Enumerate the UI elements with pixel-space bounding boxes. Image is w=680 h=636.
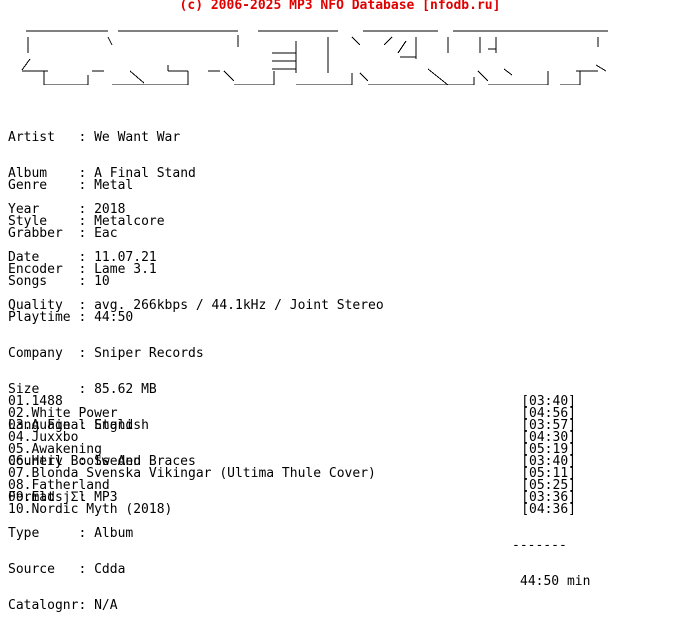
field-type: Type : Album [8,526,134,541]
track-time: [05:11] [521,466,576,481]
field-language: Language : English [8,418,149,433]
track-time: [04:30] [521,430,576,445]
encoding-info-block: Grabber : Eac Encoder : Lame 3.1 Quality… [8,204,384,324]
track-time: [04:36] [521,502,576,517]
track-title: 10.Nordic Myth (2018) [8,502,173,517]
track-row: 04.Juxxbo [04:30] [8,430,576,445]
track-time: [03:57] [521,418,576,433]
track-row: 03.A Final Stand [03:57] [8,418,576,433]
field-format: Format : MP3 [8,490,118,505]
field-grabber: Grabber : Eac [8,226,118,241]
track-title: 01.1488 [8,394,63,409]
track-time: [03:36] [521,490,576,505]
track-time: [03:40] [521,394,576,409]
total-separator: ------- [512,538,567,553]
track-row: 10.Nordic Myth (2018) [04:36] [8,502,576,517]
field-encoder: Encoder : Lame 3.1 [8,262,157,277]
field-year: Year : 2018 [8,202,126,217]
field-quality: Quality : avg. 266kbps / 44.1kHz / Joint… [8,298,384,313]
track-row: 09.EldsjΣl [03:36] [8,490,576,505]
field-date: Date : 11.07.21 [8,250,157,265]
artist-info-block: Artist : We Want War Album : A Final Sta… [8,108,196,228]
track-row: 07.Blonda Svenska Vikingar (Ultima Thule… [8,466,576,481]
track-title: 06.Heil Boots And Braces [8,454,196,469]
track-title: 07.Blonda Svenska Vikingar (Ultima Thule… [8,466,376,481]
site-header: (c) 2006-2025 MP3 NFO Database [nfodb.ru… [179,0,501,13]
field-artist: Artist : We Want War [8,130,181,145]
field-playtime: Playtime : 44:50 [8,310,134,325]
track-row: 02.White Power [04:56] [8,406,576,421]
track-time: [03:40] [521,454,576,469]
track-row: 08.Fatherland [05:25] [8,478,576,493]
total-playtime: ------- 44:50 min [512,516,590,600]
field-genre: Genre : Metal [8,178,134,193]
track-row: 06.Heil Boots And Braces [03:40] [8,454,576,469]
track-row: 05.Awakening [05:19] [8,442,576,457]
track-time: [05:25] [521,478,576,493]
field-catalognr: Catalognr: N/A [8,598,118,613]
total-time: 44:50 min [520,574,591,589]
track-time: [05:19] [521,442,576,457]
field-songs: Songs : 10 [8,274,110,289]
track-title: 09.EldsjΣl [8,490,87,505]
track-time: [04:56] [521,406,576,421]
ascii-logo [21,30,608,85]
field-source: Source : Cdda [8,562,126,577]
genre-info-block: Genre : Metal Style : Metalcore Date : 1… [8,156,165,276]
field-album: Album : A Final Stand [8,166,196,181]
tracklist: 01.1488 [03:40] 02.White Power [04:56] 03.… [8,394,576,517]
field-size: Size : 85.62 MB [8,382,157,397]
field-style: Style : Metalcore [8,214,165,229]
track-title: 08.Fatherland [8,478,110,493]
track-row: 01.1488 [03:40] [8,394,576,409]
track-title: 05.Awakening [8,442,102,457]
track-title: 03.A Final Stand [8,418,134,433]
release-info-block: Songs : 10 Playtime : 44:50 Company : Sn… [8,252,204,624]
field-country: Country : Sweden [8,454,142,469]
field-company: Company : Sniper Records [8,346,204,361]
track-title: 04.Juxxbo [8,430,79,445]
track-title: 02.White Power [8,406,118,421]
